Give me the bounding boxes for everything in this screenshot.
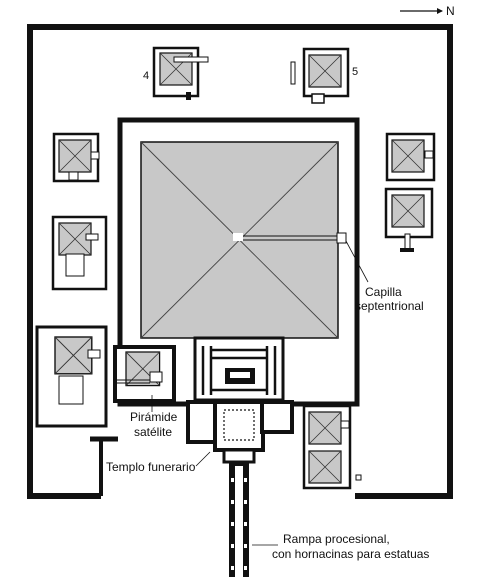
main-pyramid bbox=[140, 141, 347, 339]
funerary-temple-leader bbox=[195, 451, 211, 467]
causeway bbox=[229, 462, 249, 577]
causeway-label-line2: con hornacinas para estatuas bbox=[272, 547, 429, 561]
outer-enclosure-wall bbox=[27, 24, 453, 499]
north-chapel-label-line1: Capilla bbox=[365, 285, 402, 299]
satellite-pyramid-label-line2: satélite bbox=[134, 425, 172, 439]
east-tomb-3 bbox=[302, 404, 362, 490]
east-tomb-2 bbox=[384, 187, 434, 252]
north-arrow: N bbox=[400, 4, 455, 18]
causeway-label-line1: Rampa procesional, bbox=[283, 532, 390, 546]
west-tomb-1 bbox=[52, 132, 100, 183]
mortuary-temple bbox=[186, 336, 294, 464]
east-tomb-1 bbox=[385, 132, 436, 182]
satellite-pyramid bbox=[113, 345, 176, 403]
north-chapel-label-line2: septentrional bbox=[355, 299, 424, 313]
north-arrow-label: N bbox=[446, 4, 455, 18]
queen-pyramid-4-label: 4 bbox=[143, 70, 149, 82]
queen-pyramid-4 bbox=[152, 46, 209, 100]
west-tomb-2 bbox=[51, 215, 108, 291]
queen-pyramid-5-label: 5 bbox=[352, 66, 358, 78]
west-tomb-3 bbox=[35, 325, 108, 428]
satellite-pyramid-label-line1: Pirámide bbox=[130, 410, 178, 424]
queen-pyramid-5 bbox=[290, 47, 350, 104]
north-chapel-leader bbox=[345, 240, 369, 283]
funerary-temple-label: Templo funerario bbox=[106, 460, 196, 474]
